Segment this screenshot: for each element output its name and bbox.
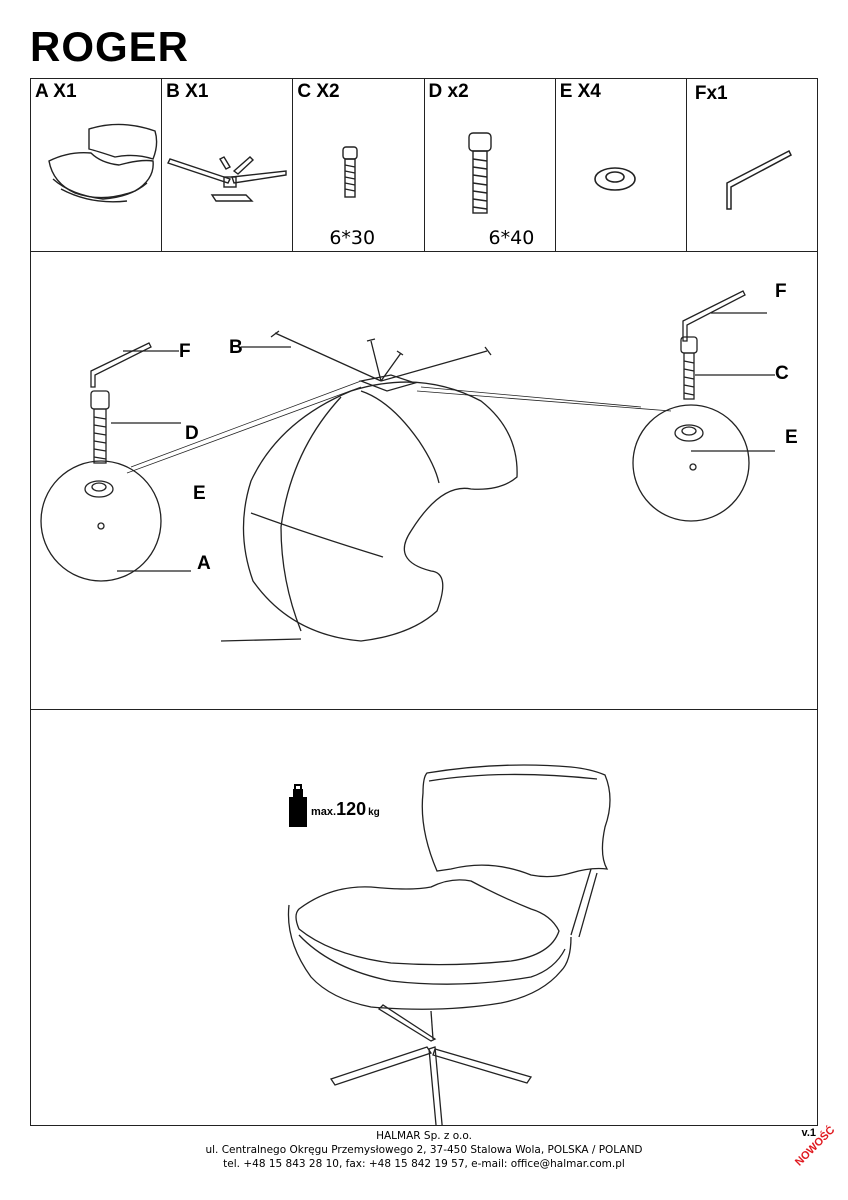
bolt-short-icon [342, 146, 359, 198]
part-e: E X4 [556, 79, 687, 251]
assembly-diagram: B F F C D E E A [31, 251, 817, 710]
assembled-chair-drawing [287, 764, 611, 1180]
bolt-long-icon [467, 132, 492, 214]
callout-f-right: F [775, 281, 787, 302]
weight-icon [289, 784, 307, 827]
callout-b: B [229, 337, 243, 358]
assembly-drawing [40, 290, 775, 642]
callout-d: D [185, 423, 199, 444]
part-label: A X1 [35, 81, 77, 102]
callout-c: C [775, 363, 789, 384]
callout-f-left: F [179, 341, 191, 362]
part-a: A X1 [31, 79, 163, 251]
part-label: E X4 [559, 81, 601, 102]
part-b: B X1 [162, 79, 294, 251]
backrest-shape [421, 764, 611, 878]
footer: HALMAR Sp. z o.o. ul. Centralnego Okręgu… [0, 1129, 848, 1171]
callout-e-right: E [785, 427, 798, 448]
part-c: C X2 6*30 [293, 79, 425, 251]
part-f: Fx1 [687, 79, 817, 251]
detail-circle-left [40, 460, 162, 582]
washer-icon [593, 167, 636, 191]
max-load-unit: kg [368, 807, 380, 818]
part-size: 6*30 [329, 227, 376, 249]
part-d: D x2 6*40 [425, 79, 556, 251]
part-label: Fx1 [694, 83, 728, 104]
hex-key-icon [726, 149, 792, 210]
version-label: v.1 [801, 1127, 816, 1139]
callout-a: A [197, 553, 211, 574]
max-load-value: 120 [336, 799, 367, 819]
max-load-prefix: max. [311, 806, 337, 818]
chair-seat-icon [48, 123, 158, 203]
part-label: C X2 [297, 81, 340, 102]
seat-cushion-shape [295, 879, 560, 966]
part-size: 6*40 [488, 227, 535, 249]
part-label: D x2 [428, 81, 469, 102]
mounting-plate-shape [358, 374, 418, 392]
company-contact: tel. +48 15 843 28 10, fax: +48 15 842 1… [223, 1158, 625, 1170]
company-name: HALMAR Sp. z o.o. [376, 1130, 472, 1142]
product-title: ROGER [30, 23, 190, 70]
instruction-frame: A X1 B X1 [30, 78, 818, 1180]
part-label: B X1 [166, 81, 209, 102]
detail-circle-right [632, 404, 750, 522]
star-base-icon [167, 156, 287, 202]
parts-list: A X1 B X1 [31, 79, 817, 252]
company-address: ul. Centralnego Okręgu Przemysłowego 2, … [205, 1144, 643, 1156]
chair-shell-shape [242, 381, 518, 642]
callout-e-left: E [193, 483, 206, 504]
star-leg-front-left [329, 1046, 433, 1086]
star-leg-front-right [432, 1048, 533, 1084]
